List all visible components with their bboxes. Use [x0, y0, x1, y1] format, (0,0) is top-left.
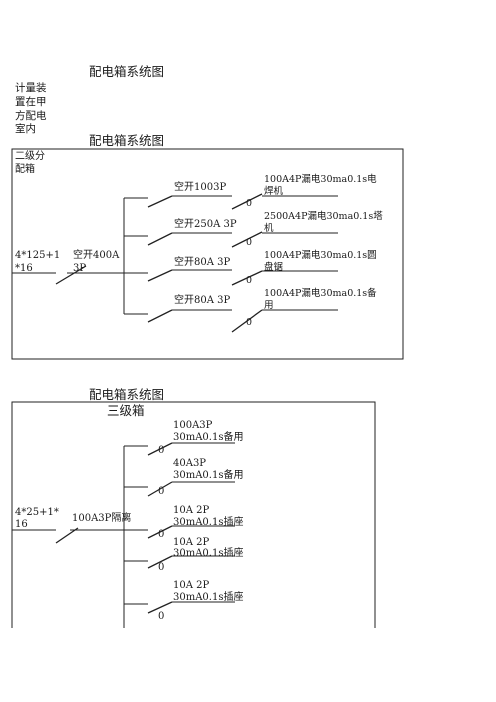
branch-rcd-label: 100A4P漏电30ma0.1s电: [264, 174, 377, 185]
diagram2-box-label: 三级箱: [107, 403, 145, 418]
branch-rating: 10A 2P: [173, 580, 210, 591]
branch-rcd-label: 焊机: [264, 186, 284, 197]
diagram1-title: 配电箱系统图: [89, 133, 165, 148]
main-switch-label: 3P: [73, 263, 87, 274]
switch-mark: 0: [158, 611, 165, 622]
branch-rcd-spec: 30mA0.1s插座: [173, 517, 244, 528]
branch-rcd-label: 盘锯: [264, 262, 284, 273]
switch-mark: 0: [158, 486, 165, 497]
switch-mark: 0: [246, 198, 253, 209]
branch-rcd-label: 100A4P漏电30ma0.1s圆: [264, 250, 377, 261]
branch-rcd-spec: 30mA0.1s备用: [173, 470, 244, 481]
branch-breaker-label: 空开80A 3P: [174, 257, 231, 268]
switch-mark: 0: [246, 317, 253, 328]
switch-mark: 0: [246, 275, 253, 286]
diagram2-frame: [11, 401, 376, 628]
branch-rating: 10A 2P: [173, 537, 210, 548]
incoming-cable-spec: 4*125+1: [15, 250, 61, 261]
meter-note-line: 计量装: [15, 82, 47, 94]
meter-note-line: 方配电: [15, 110, 47, 122]
page-title: 配电箱系统图: [89, 64, 165, 79]
branch-breaker-label: 空开80A 3P: [174, 295, 231, 306]
diagram2-title: 配电箱系统图: [89, 387, 165, 402]
main-switch-label: 空开400A: [73, 250, 120, 261]
incoming-cable-spec: *16: [15, 263, 33, 274]
meter-note-line: 置在甲: [15, 96, 47, 108]
switch-mark: 0: [246, 237, 253, 248]
incoming-cable-spec: 4*25+1*: [15, 507, 59, 518]
branch-rcd-spec: 30mA0.1s备用: [173, 432, 244, 443]
diagram1-frame: [11, 148, 404, 360]
switch-mark: 0: [158, 445, 165, 456]
branch-rcd-label: 2500A4P漏电30ma0.1s塔: [264, 211, 383, 222]
diagram1-box-label: 配箱: [15, 164, 35, 175]
main-switch-blade: [55, 265, 87, 285]
branch-breaker-label: 空开1003P: [174, 182, 227, 193]
branch-rcd-spec: 30mA0.1s插座: [173, 592, 244, 603]
branch-rating: 10A 2P: [173, 505, 210, 516]
branch-rcd-label: 100A4P漏电30ma0.1s备: [264, 288, 377, 299]
branch-rating: 40A3P: [173, 458, 207, 469]
branch-rating: 100A3P: [173, 420, 213, 431]
isolator-label: 100A3P隔离: [72, 513, 132, 524]
branch-rcd-label: 机: [264, 223, 274, 234]
branch-rcd-spec: 30mA0.1s插座: [173, 548, 244, 559]
switch-mark: 0: [158, 562, 165, 573]
diagram1-box-label: 二级分: [15, 151, 45, 162]
switch-mark: 0: [158, 529, 165, 540]
branch-rcd-label: 用: [264, 300, 274, 311]
incoming-cable-spec: 16: [15, 519, 28, 530]
meter-note-line: 室内: [15, 123, 36, 135]
branch-breaker-label: 空开250A 3P: [174, 219, 237, 230]
